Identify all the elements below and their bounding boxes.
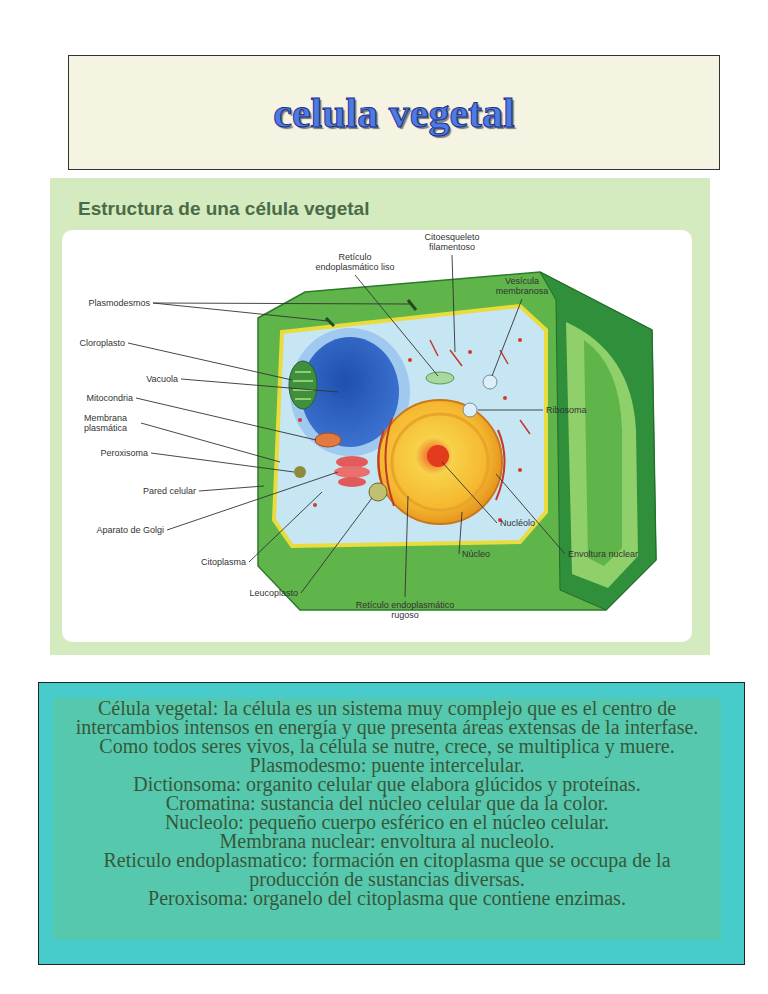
part-label: Pared celular <box>143 486 196 496</box>
leader-line <box>452 255 455 352</box>
leader-line <box>405 496 408 597</box>
figure-panel: Estructura de una célula vegetal <box>50 178 710 655</box>
leader-line <box>478 410 543 411</box>
part-label: Aparato de Golgi <box>96 525 164 535</box>
leader-line <box>153 303 328 321</box>
part-label: Envoltura nuclear <box>568 549 638 559</box>
definition-text: Peroxisoma: organelo del citoplasma que … <box>57 889 717 908</box>
definition-text: Plasmodesmo: puente intercelular. <box>57 756 717 775</box>
leader-line <box>199 486 264 491</box>
definition-text: Cromatina: sustancia del núcleo celular … <box>57 794 717 813</box>
part-label: Retículo endoplasmático liso <box>313 252 397 272</box>
part-label: Plasmodesmos <box>88 298 150 308</box>
part-label: Citoesqueleto filamentoso <box>420 232 484 252</box>
leader-line <box>355 275 438 376</box>
leader-line <box>496 474 565 554</box>
organelles <box>289 300 530 524</box>
leader-line <box>141 423 280 462</box>
leader-line <box>492 299 522 376</box>
part-label: Vacuola <box>146 374 178 384</box>
leader-line <box>136 398 316 440</box>
leader-line <box>181 379 338 392</box>
definition-box: Célula vegetal: la célula es un sistema … <box>38 682 745 965</box>
title-box: celula vegetal <box>68 55 720 170</box>
leader-line <box>153 303 410 304</box>
page-title: celula vegetal <box>273 89 514 137</box>
leader-line <box>151 453 294 472</box>
definition-text: Célula vegetal: la célula es un sistema … <box>57 699 717 756</box>
leader-line <box>459 512 462 554</box>
part-label: Nucléolo <box>500 518 535 528</box>
definition-text: Reticulo endoplasmatico: formación en ci… <box>57 851 717 889</box>
definition-text: Membrana nuclear: envoltura al nucleolo. <box>57 832 717 851</box>
definition-text: Dictionsoma: organito celular que elabor… <box>57 775 717 794</box>
part-label: Mitocondria <box>86 393 133 403</box>
part-label: Cloroplasto <box>79 338 125 348</box>
part-label: Membrana plasmática <box>84 413 138 433</box>
leader-line <box>301 498 372 593</box>
cell-body <box>258 272 656 610</box>
part-label: Citoplasma <box>201 557 246 567</box>
text-panel: Célula vegetal: la célula es un sistema … <box>53 698 721 940</box>
figure-ground <box>50 178 710 655</box>
part-label: Retículo endoplasmático rugoso <box>353 600 457 620</box>
part-label: Núcleo <box>462 549 490 559</box>
leader-line <box>442 462 497 523</box>
part-label: Leucoplasto <box>249 588 298 598</box>
part-label: Vesícula membranosa <box>491 276 553 296</box>
part-label: Ribosoma <box>546 405 587 415</box>
definition-text: Nucleolo: pequeño cuerpo esférico en el … <box>57 813 717 832</box>
figure-heading: Estructura de una célula vegetal <box>78 198 369 220</box>
figure-panel <box>62 230 692 642</box>
leader-line <box>249 492 322 562</box>
part-label: Peroxisoma <box>100 448 148 458</box>
